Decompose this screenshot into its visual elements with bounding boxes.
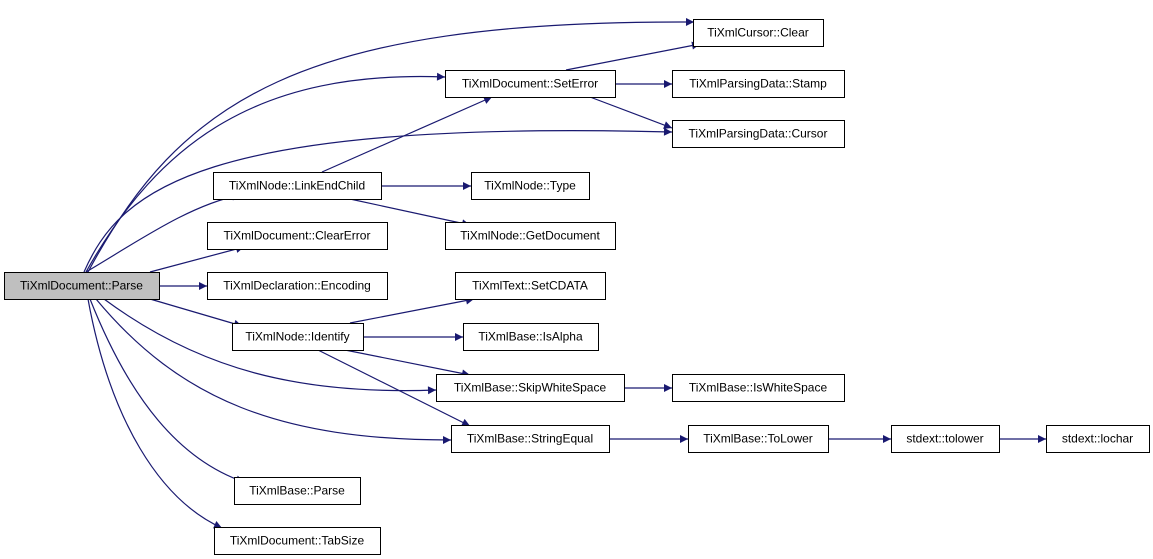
node-label: TiXmlBase::SkipWhiteSpace — [454, 381, 607, 395]
node-label: TiXmlNode::LinkEndChild — [229, 179, 365, 193]
node-label: TiXmlParsingData::Cursor — [689, 127, 828, 141]
node-box — [234, 477, 361, 505]
edge-parse-to-set-error — [85, 72, 446, 273]
edge-parse-to-string-equal — [95, 298, 452, 444]
node-is-alpha[interactable]: TiXmlBase::IsAlpha — [463, 323, 599, 351]
function-nodes: TiXmlDocument::Parse TiXmlCursor::ClearTi… — [4, 19, 1150, 555]
node-label: TiXmlBase::ToLower — [703, 432, 813, 446]
node-label: TiXmlNode::GetDocument — [460, 229, 600, 243]
node-skip-ws[interactable]: TiXmlBase::SkipWhiteSpace — [436, 374, 625, 402]
node-pd-cursor[interactable]: TiXmlParsingData::Cursor — [672, 120, 845, 148]
node-label: TiXmlCursor::Clear — [707, 26, 809, 40]
edge-identify-to-string-equal — [317, 349, 471, 427]
node-is-ws[interactable]: TiXmlBase::IsWhiteSpace — [672, 374, 845, 402]
edge-parse-to-pd-cursor — [83, 127, 673, 273]
node-box — [213, 172, 382, 200]
node-box — [445, 70, 616, 98]
node-label: TiXmlNode::Type — [484, 179, 576, 193]
node-encoding[interactable]: TiXmlDeclaration::Encoding — [207, 272, 388, 300]
node-identify[interactable]: TiXmlNode::Identify — [232, 323, 364, 351]
node-label: TiXmlDocument::Parse — [20, 279, 143, 293]
node-set-cdata[interactable]: TiXmlText::SetCDATA — [455, 272, 606, 300]
node-box — [4, 272, 160, 300]
node-box — [207, 222, 388, 250]
node-label: stdext::tolower — [906, 432, 983, 446]
node-string-equal[interactable]: TiXmlBase::StringEqual — [451, 425, 610, 453]
node-label: TiXmlText::SetCDATA — [472, 279, 588, 293]
node-box — [214, 527, 381, 555]
node-parse[interactable]: TiXmlDocument::Parse — [4, 272, 160, 300]
node-box — [688, 425, 829, 453]
node-clear-error[interactable]: TiXmlDocument::ClearError — [207, 222, 388, 250]
node-stdext-lochar[interactable]: stdext::lochar — [1046, 425, 1150, 453]
node-box — [451, 425, 610, 453]
node-box — [463, 323, 599, 351]
node-stamp[interactable]: TiXmlParsingData::Stamp — [672, 70, 845, 98]
node-box — [672, 120, 845, 148]
node-label: TiXmlBase::IsWhiteSpace — [689, 381, 828, 395]
node-base-parse[interactable]: TiXmlBase::Parse — [234, 477, 361, 505]
node-box — [1046, 425, 1150, 453]
node-box — [445, 222, 616, 250]
edge-parse-to-base-parse — [89, 298, 245, 484]
node-box — [436, 374, 625, 402]
edge-parse-to-cursor-clear — [87, 17, 695, 273]
node-label: TiXmlDocument::SetError — [462, 77, 598, 91]
node-box — [207, 272, 388, 300]
node-link-end-child[interactable]: TiXmlNode::LinkEndChild — [213, 172, 382, 200]
node-label: TiXmlDeclaration::Encoding — [223, 279, 371, 293]
node-label: TiXmlParsingData::Stamp — [689, 77, 827, 91]
node-node-type[interactable]: TiXmlNode::Type — [471, 172, 590, 200]
node-label: TiXmlDocument::TabSize — [230, 534, 365, 548]
edge-parse-to-skip-ws — [103, 298, 437, 395]
node-to-lower[interactable]: TiXmlBase::ToLower — [688, 425, 829, 453]
edge-parse-to-clear-error — [149, 245, 245, 273]
node-box — [232, 323, 364, 351]
node-box — [471, 172, 590, 200]
edge-identify-to-set-cdata — [349, 296, 475, 324]
edge-parse-to-tab-size — [87, 298, 223, 529]
node-label: TiXmlBase::StringEqual — [467, 432, 593, 446]
node-box — [891, 425, 1000, 453]
node-label: TiXmlNode::Identify — [245, 330, 349, 344]
node-set-error[interactable]: TiXmlDocument::SetError — [445, 70, 616, 98]
node-box — [672, 374, 845, 402]
node-label: stdext::lochar — [1062, 432, 1133, 446]
node-box — [693, 19, 824, 47]
node-box — [455, 272, 606, 300]
call-edges — [83, 17, 1046, 529]
node-box — [672, 70, 845, 98]
node-label: TiXmlBase::Parse — [249, 484, 345, 498]
node-tab-size[interactable]: TiXmlDocument::TabSize — [214, 527, 381, 555]
node-stdext-tolower[interactable]: stdext::tolower — [891, 425, 1000, 453]
edge-set-error-to-cursor-clear — [565, 41, 701, 71]
node-cursor-clear[interactable]: TiXmlCursor::Clear — [693, 19, 824, 47]
edge-link-end-child-to-set-error — [321, 96, 493, 173]
edge-link-end-child-to-get-document — [349, 198, 471, 228]
edge-parse-to-identify — [149, 298, 243, 328]
node-label: TiXmlBase::IsAlpha — [478, 330, 583, 344]
edge-set-error-to-pd-cursor — [589, 96, 673, 129]
edge-identify-to-skip-ws — [344, 349, 471, 378]
node-get-document[interactable]: TiXmlNode::GetDocument — [445, 222, 616, 250]
node-label: TiXmlDocument::ClearError — [224, 229, 371, 243]
